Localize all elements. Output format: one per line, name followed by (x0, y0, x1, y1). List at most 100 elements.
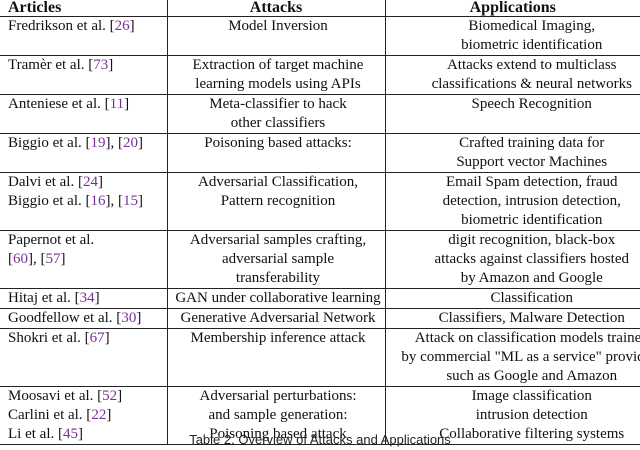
citation-text: ] (106, 407, 112, 423)
table-row: Papernot et al.[60], [57] Adversarial sam… (0, 230, 640, 289)
table-body: Fredrikson et al. [26] Model Inversion Bio… (0, 16, 640, 445)
reference-link[interactable]: 22 (91, 407, 107, 423)
citation-text: Goodfellow et al. [ (8, 310, 122, 326)
citation-text: Biggio et al. [ (8, 135, 91, 151)
header-applications: Applications (385, 0, 640, 17)
cell-attacks: Poisoning based attacks: (167, 133, 386, 173)
application-text: Crafted training data for (459, 135, 605, 151)
cell-attacks: Membership inference attack (167, 328, 386, 387)
cell-attacks: Adversarial perturbations:and sample gen… (167, 386, 386, 445)
application-text: Classifiers, Malware Detection (438, 310, 625, 326)
attack-text: Adversarial perturbations: (199, 388, 357, 404)
attack-text: Extraction of target machine (192, 57, 364, 73)
citation-text: Carlini et al. [ (8, 407, 92, 423)
attack-text: Adversarial Classification, (198, 174, 358, 190)
reference-link[interactable]: 60 (13, 251, 28, 267)
application-text: attacks against classifiers hosted (434, 251, 630, 267)
citation-text: ] (138, 135, 143, 151)
attack-text: Model Inversion (228, 18, 328, 34)
table-row: Moosavi et al. [52]Carlini et al. [22]Li… (0, 386, 640, 445)
application-text: Support vector Machines (456, 154, 608, 170)
application-text: detection, intrusion detection, (442, 193, 621, 209)
reference-link[interactable]: 52 (102, 388, 118, 404)
citation-text: ] (124, 96, 130, 112)
cell-applications: Biomedical Imaging,biometric identificat… (385, 16, 640, 56)
cell-articles: Fredrikson et al. [26] (0, 16, 168, 56)
application-text: Classification (490, 290, 574, 306)
citation-text: ] (77, 426, 83, 442)
citation-text: ] (94, 290, 100, 306)
citation-text: ] (129, 18, 135, 34)
cell-articles: Papernot et al.[60], [57] (0, 230, 168, 289)
article-citation: Carlini et al. [22] (8, 406, 165, 425)
header-row: Articles Attacks Applications (0, 0, 640, 17)
application-text: digit recognition, black-box (448, 232, 616, 248)
citation-text: Moosavi et al. [ (8, 388, 103, 404)
reference-link[interactable]: 11 (109, 96, 125, 112)
article-citation: Hitaj et al. [34] (8, 289, 165, 308)
cell-applications: Classification (385, 288, 640, 309)
article-citation: Biggio et al. [16], [15] (8, 192, 165, 211)
article-citation: Fredrikson et al. [26] (8, 17, 165, 36)
cell-attacks: GAN under collaborative learning (167, 288, 386, 309)
reference-link[interactable]: 15 (123, 193, 138, 209)
table-row: Fredrikson et al. [26] Model Inversion Bio… (0, 16, 640, 56)
reference-link[interactable]: 67 (89, 330, 105, 346)
reference-link[interactable]: 73 (93, 57, 109, 73)
cell-articles: Shokri et al. [67] (0, 328, 168, 387)
table-row: Anteniese et al. [11]Meta-classifier to … (0, 94, 640, 134)
citation-text: Papernot et al. (8, 232, 95, 248)
citation-text: ] (104, 330, 110, 346)
attack-text: Poisoning based attacks: (204, 135, 352, 151)
citation-text: ], [ (105, 135, 124, 151)
reference-link[interactable]: 34 (79, 290, 95, 306)
reference-link[interactable]: 57 (45, 251, 61, 267)
cell-applications: Classifiers, Malware Detection (385, 308, 640, 329)
cell-attacks: Adversarial Classification, Pattern recog… (167, 172, 386, 231)
table-row: Dalvi et al. [24]Biggio et al. [16], [15… (0, 172, 640, 231)
cell-applications: digit recognition, black-box attacks agai… (385, 230, 640, 289)
attack-text: Poisoning based attack (209, 426, 347, 442)
citation-text: ] (136, 310, 142, 326)
citation-text: ] (108, 57, 114, 73)
reference-link[interactable]: 19 (90, 135, 106, 151)
citation-text: ] (117, 388, 123, 404)
reference-link[interactable]: 45 (62, 426, 78, 442)
table-row: Shokri et al. [67]Membership inference a… (0, 328, 640, 387)
citation-text: ] (60, 251, 66, 267)
article-citation: Goodfellow et al. [30] (8, 309, 165, 328)
citation-text: Dalvi et al. [ (8, 174, 83, 190)
reference-link[interactable]: 20 (123, 135, 138, 151)
header-articles: Articles (0, 0, 168, 17)
application-text: such as Google and Amazon (446, 368, 618, 384)
article-citation: Moosavi et al. [52] (8, 387, 165, 406)
citation-text: Li et al. [ (8, 426, 63, 442)
cell-attacks: Extraction of target machine learning mod… (167, 55, 386, 95)
attack-text: Pattern recognition (220, 193, 336, 209)
application-text: Email Spam detection, fraud (445, 174, 618, 190)
attack-text: Meta-classifier to hack (209, 96, 347, 112)
cell-attacks: Generative Adversarial Network (167, 308, 386, 329)
cell-applications: Speech Recognition (385, 94, 640, 134)
application-text: biometric identification (461, 37, 603, 53)
header-attacks: Attacks (167, 0, 386, 17)
attack-text: Adversarial samples crafting, (189, 232, 367, 248)
article-citation: Li et al. [45] (8, 425, 165, 444)
attack-text: adversarial sample (221, 251, 335, 267)
reference-link[interactable]: 24 (82, 174, 98, 190)
application-text: by Amazon and Google (460, 270, 603, 286)
cell-articles: Biggio et al. [19], [20] (0, 133, 168, 173)
citation-text: ] (138, 193, 143, 209)
reference-link[interactable]: 26 (114, 18, 130, 34)
application-text: classifications & neural networks (431, 76, 632, 92)
citation-text: Tramèr et al. [ (8, 57, 94, 73)
attack-text: Generative Adversarial Network (180, 310, 376, 326)
citation-text: ], [ (105, 193, 124, 209)
attack-text: learning models using APIs (195, 76, 361, 92)
reference-link[interactable]: 16 (90, 193, 106, 209)
citation-text: Hitaj et al. [ (8, 290, 80, 306)
reference-link[interactable]: 30 (121, 310, 137, 326)
